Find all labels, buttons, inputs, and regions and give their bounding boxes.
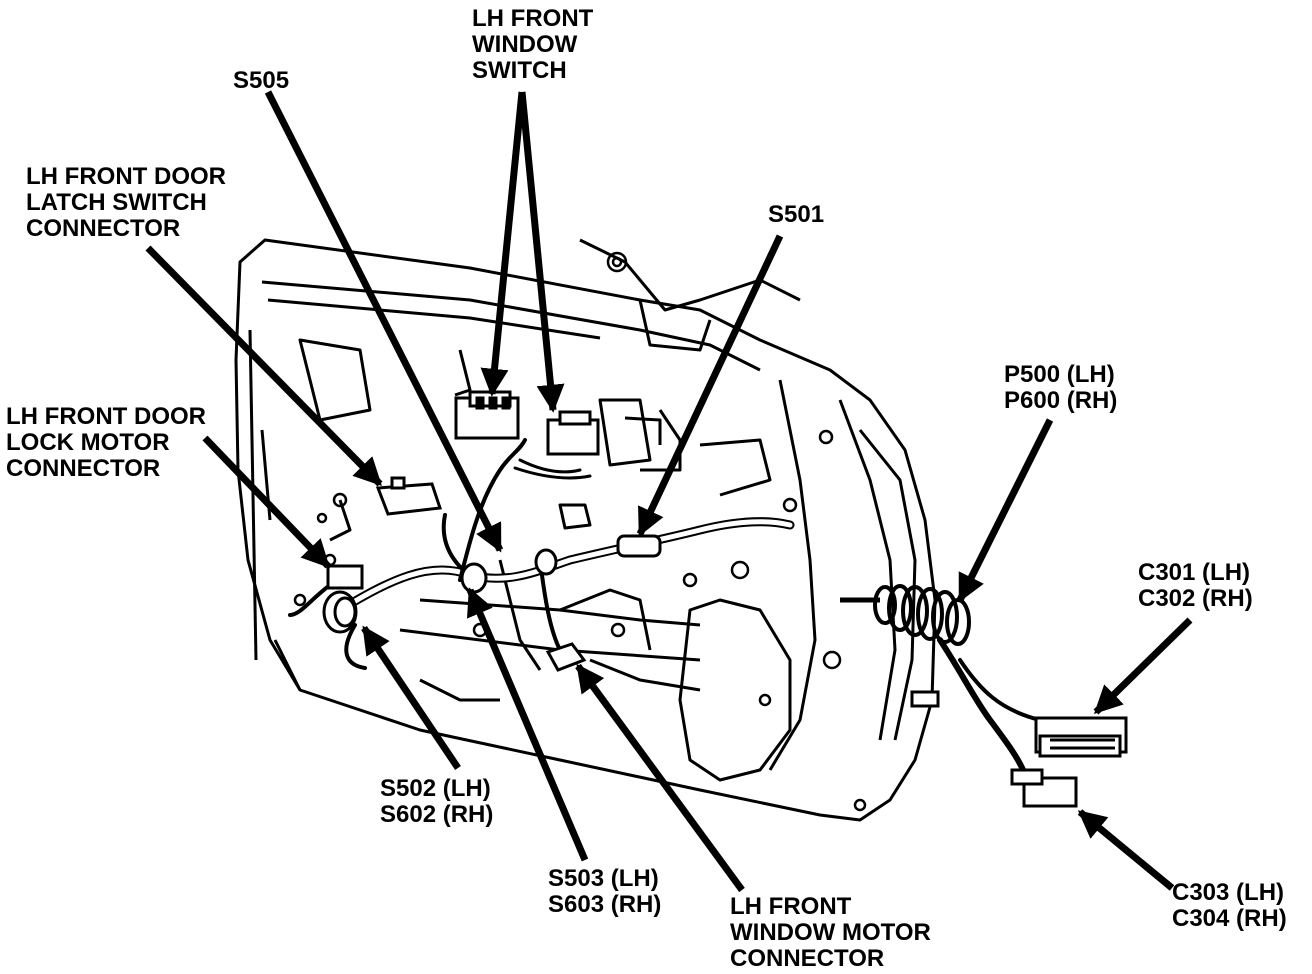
label-lh-front-window-motor-connector: LH FRONT WINDOW MOTOR CONNECTOR bbox=[730, 894, 931, 972]
arrow-s502 bbox=[361, 625, 461, 770]
label-s501: S501 bbox=[768, 202, 824, 228]
label-line: S501 bbox=[768, 201, 825, 228]
arrow-c303 bbox=[1077, 809, 1175, 891]
label-line: LH FRONT bbox=[730, 893, 852, 920]
label-line: LH FRONT bbox=[472, 5, 594, 32]
door-panel bbox=[234, 238, 937, 822]
label-p500-p600: P500 (LH) P600 (RH) bbox=[1004, 362, 1117, 414]
arrow-window-switch-left bbox=[480, 91, 526, 397]
label-s502-s602: S502 (LH) S602 (RH) bbox=[380, 776, 493, 828]
label-line: LATCH SWITCH bbox=[26, 189, 207, 216]
arrow-c301 bbox=[1093, 617, 1193, 715]
harness-grommet bbox=[840, 584, 971, 646]
label-line: LOCK MOTOR bbox=[6, 429, 170, 456]
arrow-s501 bbox=[636, 234, 784, 537]
arrow-lock-motor bbox=[202, 435, 331, 569]
label-line: WINDOW bbox=[472, 31, 578, 58]
door-holes bbox=[293, 251, 867, 812]
label-line: CONNECTOR bbox=[730, 945, 885, 972]
label-line: S502 (LH) bbox=[380, 775, 491, 802]
label-c301-c302: C301 (LH) C302 (RH) bbox=[1138, 560, 1253, 612]
label-lh-front-door-lock-motor-connector: LH FRONT DOOR LOCK MOTOR CONNECTOR bbox=[6, 404, 206, 482]
wiring-harness bbox=[288, 438, 1042, 778]
label-line: SWITCH bbox=[472, 57, 567, 84]
label-line: C304 (RH) bbox=[1172, 905, 1287, 932]
label-line: C301 (LH) bbox=[1138, 559, 1251, 586]
arrow-window-switch-right bbox=[518, 91, 565, 413]
arrow-s505 bbox=[264, 90, 504, 553]
label-s503-s603: S503 (LH) S603 (RH) bbox=[548, 866, 661, 918]
label-c303-c304: C303 (LH) C304 (RH) bbox=[1172, 880, 1287, 932]
label-lh-front-window-switch: LH FRONT WINDOW SWITCH bbox=[472, 6, 593, 84]
label-lh-front-door-latch-switch-connector: LH FRONT DOOR LATCH SWITCH CONNECTOR bbox=[26, 164, 226, 242]
arrow-p500 bbox=[956, 418, 1054, 603]
arrow-window-motor bbox=[575, 663, 745, 893]
label-line: C303 (LH) bbox=[1172, 879, 1285, 906]
arrow-s503 bbox=[466, 587, 589, 862]
label-line: P600 (RH) bbox=[1004, 387, 1118, 414]
label-line: WINDOW MOTOR bbox=[730, 919, 931, 946]
label-line: S602 (RH) bbox=[380, 801, 494, 828]
label-line: S503 (LH) bbox=[548, 865, 659, 892]
arrow-latch-switch bbox=[145, 245, 383, 487]
label-line: CONNECTOR bbox=[6, 455, 161, 482]
label-line: CONNECTOR bbox=[26, 215, 181, 242]
label-line: S505 bbox=[233, 67, 290, 94]
label-line: P500 (LH) bbox=[1004, 361, 1115, 388]
label-line: C302 (RH) bbox=[1138, 585, 1253, 612]
label-line: LH FRONT DOOR bbox=[6, 403, 206, 430]
label-line: LH FRONT DOOR bbox=[26, 163, 226, 190]
label-line: S603 (RH) bbox=[548, 891, 662, 918]
callout-arrows bbox=[145, 90, 1193, 893]
label-s505: S505 bbox=[233, 68, 289, 94]
